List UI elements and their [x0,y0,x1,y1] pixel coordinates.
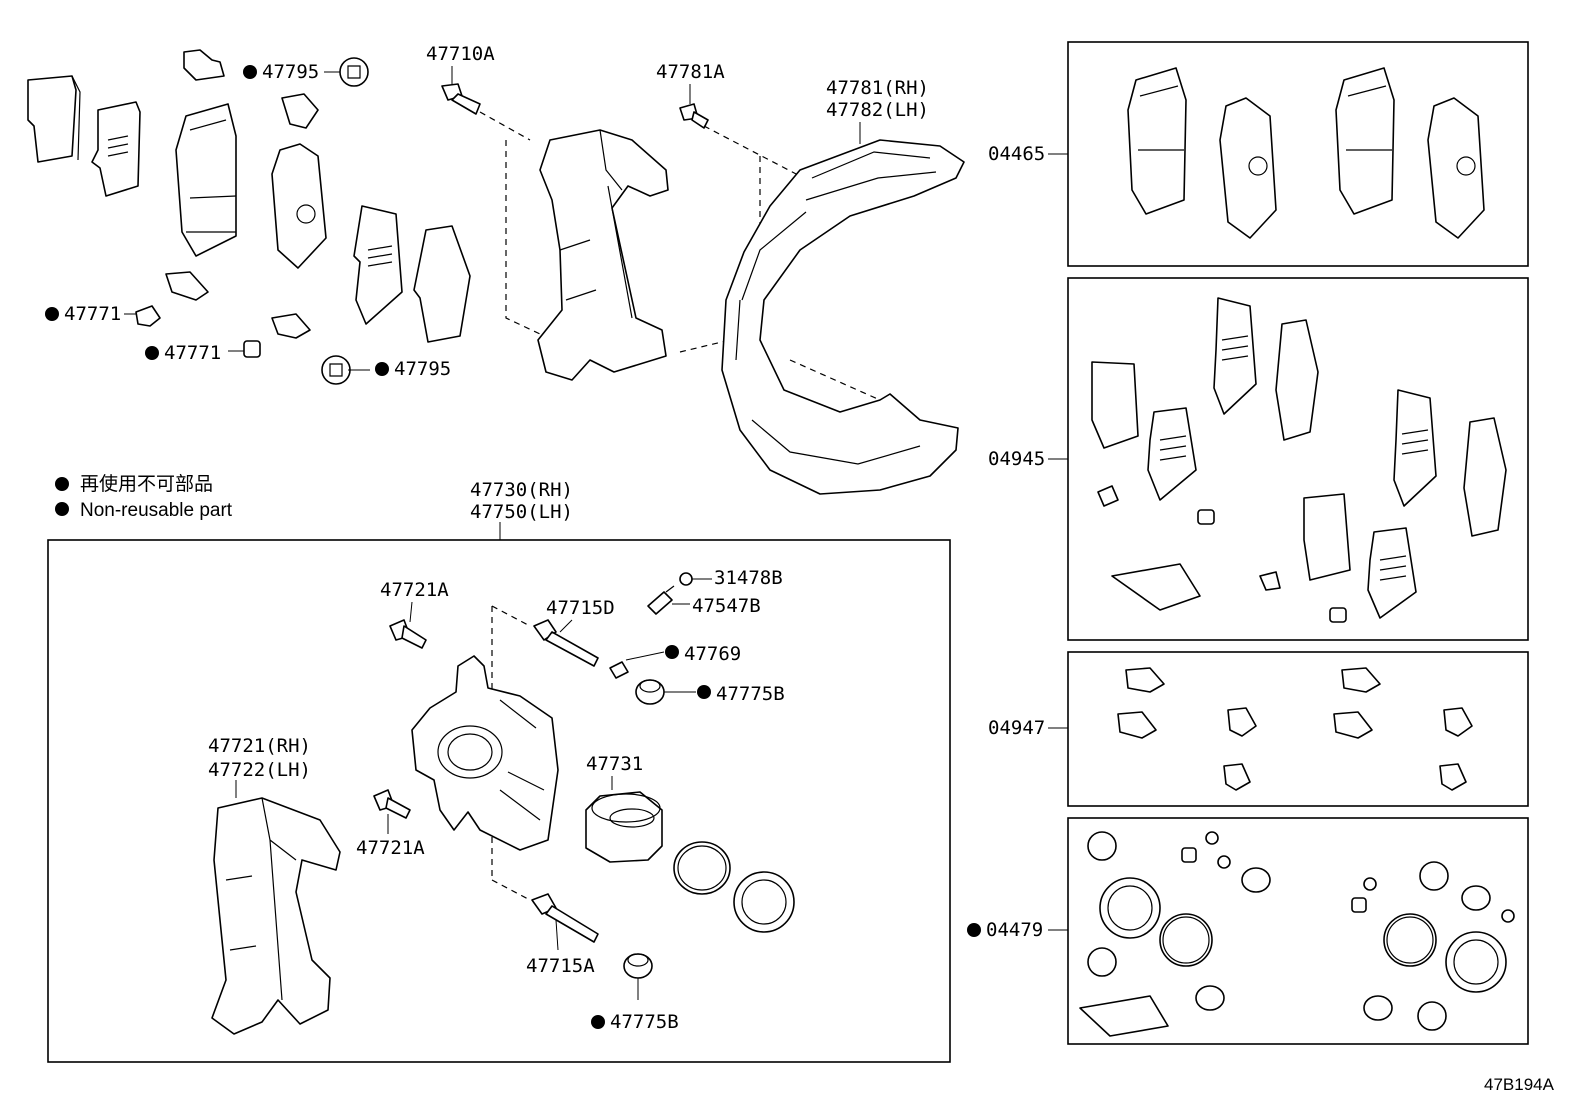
label-47750lh: 47750(LH) [470,501,573,523]
caliper-mounting-bracket [537,129,669,381]
kit-label-04945: 04945 [988,448,1045,470]
label-47795-top: 47795 [262,61,319,83]
bush-dust-boot-bottom [623,953,653,979]
anti-rattle-spring-b [321,355,351,385]
label-47769: 47769 [684,643,741,665]
label-47730rh: 47730(RH) [470,479,573,501]
label-47721a-top: 47721A [380,579,449,601]
pad-wear-indicator-b [243,340,261,358]
cylinder-boot [733,871,795,933]
label-47781rh: 47781(RH) [826,77,929,99]
legend-english: Non-reusable part [80,500,233,521]
bolt-47721a-bottom [373,789,411,819]
label-47715a: 47715A [526,955,595,977]
kit-label-04465: 04465 [988,143,1045,165]
label-47781a: 47781A [656,61,725,83]
kit-label-04947: 04947 [988,717,1045,739]
label-47775b-top: 47775B [716,683,785,705]
pad-support-plate-low2 [271,313,311,339]
label-47722lh: 47722(LH) [208,759,311,781]
kit-label-04479: 04479 [986,919,1043,941]
label-31478b: 31478B [714,567,783,589]
kit-04465-pads [1127,67,1485,239]
caliper-mounting-bracket-lower [211,797,341,1035]
bolt-47781a [679,103,709,129]
label-47771-a: 47771 [64,303,121,325]
label-47795-bottom: 47795 [394,358,451,380]
kit-04947-plates [1117,667,1473,791]
anti-squeal-shim-2a [353,205,403,325]
dust-cover [721,139,965,495]
diagram-code: 47B194A [1484,1075,1555,1094]
kit-04945-shims [1091,297,1507,623]
piston [585,791,663,863]
label-47710a: 47710A [426,43,495,65]
bleeder-screw [647,585,675,615]
bush-dust-boot-top [635,679,665,705]
bleeder-plug [679,572,693,586]
slide-pin-47715d [533,619,599,667]
pad-support-plate-mid [281,93,319,129]
anti-rattle-spring-a [339,57,369,87]
piston-seal [673,841,731,895]
kit-box-04479 [1067,817,1529,1045]
slide-pin-47715a [531,893,599,943]
caliper-assembly-box [47,539,951,1063]
pad-support-plate-top [183,49,225,81]
bolt-47721a-top [389,619,427,649]
label-47547b: 47547B [692,595,761,617]
label-47771-b: 47771 [164,342,221,364]
washer-47769 [609,661,629,679]
kit-04479-seals [1079,831,1515,1037]
label-47782lh: 47782(LH) [826,99,929,121]
anti-squeal-shim-2b [413,225,471,343]
pad-wear-indicator-a [135,305,161,327]
kit-box-04947 [1067,651,1529,807]
legend-japanese: 再使用不可部品 [80,473,213,495]
anti-squeal-shim-outer [27,75,81,163]
caliper-body [411,655,559,851]
label-47721a-bottom: 47721A [356,837,425,859]
mounting-bolt-47710a [441,83,481,115]
label-47775b-bottom: 47775B [610,1011,679,1033]
brake-pad-outer [175,103,237,257]
pad-support-plate-low [165,271,209,301]
brake-pad-inner [271,143,327,269]
label-47715d: 47715D [546,597,615,619]
anti-squeal-shim-inner [91,101,141,197]
label-47731: 47731 [586,753,643,775]
label-47721rh: 47721(RH) [208,735,311,757]
